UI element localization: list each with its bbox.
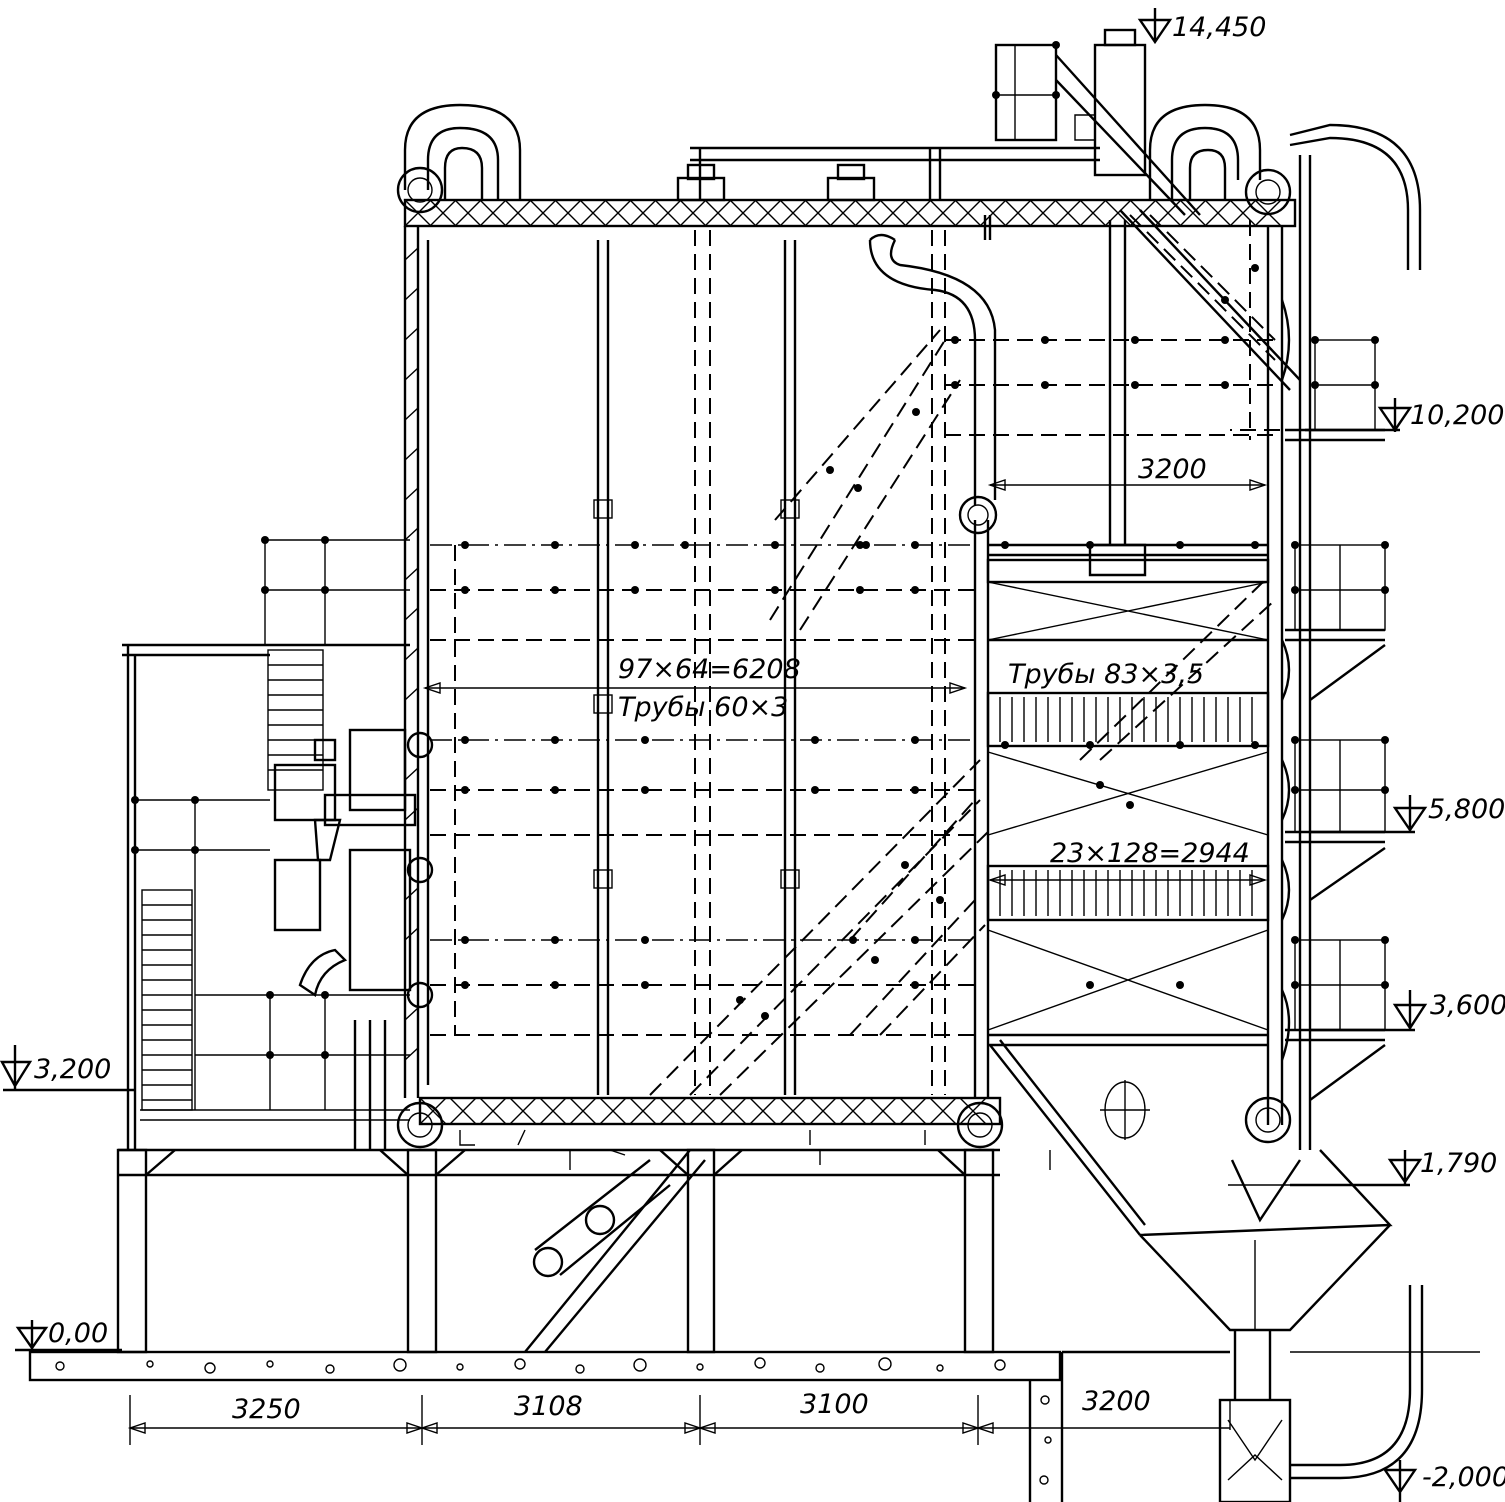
header-drum-tr bbox=[1244, 168, 1292, 216]
header-drum-bm bbox=[956, 1101, 1004, 1149]
note-tubes-60: Трубы 60×3 bbox=[618, 692, 788, 723]
outlet-pipe-top bbox=[1289, 123, 1422, 270]
dim-3200-bottom: 3200 bbox=[1082, 1386, 1151, 1417]
support-columns bbox=[116, 1148, 1000, 1354]
svg-text:3,200: 3,200 bbox=[34, 1054, 111, 1085]
dim-3200-top: 3200 bbox=[1138, 454, 1207, 485]
left-platforms bbox=[122, 536, 410, 1150]
elevation-marker-3600: 3,600 bbox=[1310, 990, 1505, 1032]
elevation-marker-14450: 14,450 bbox=[1137, 8, 1266, 45]
diagonal-ducts bbox=[649, 214, 1276, 1096]
top-pipework bbox=[676, 146, 1100, 240]
tube-bank-upper bbox=[986, 691, 1270, 748]
header-drum-mid bbox=[958, 495, 998, 535]
stair-upper bbox=[267, 649, 324, 791]
dim-6208: 97×64=6208 bbox=[618, 654, 801, 685]
svg-text:10,200: 10,200 bbox=[1410, 400, 1504, 431]
elevation-marker-1790: 1,790 bbox=[1290, 1148, 1497, 1187]
dim-2944: 23×128=2944 bbox=[1050, 838, 1250, 869]
dim-3250: 3250 bbox=[232, 1394, 301, 1425]
elevation-marker-000: 0,00 bbox=[15, 1318, 122, 1352]
note-tubes-83: Трубы 83×3,5 bbox=[1008, 659, 1204, 690]
svg-text:-2,000: -2,000 bbox=[1422, 1462, 1505, 1493]
elevation-marker-5800: 5,800 bbox=[1310, 794, 1505, 834]
tube-bank-lower bbox=[986, 864, 1270, 922]
ash-hopper bbox=[989, 1039, 1395, 1502]
dim-3100: 3100 bbox=[800, 1389, 869, 1420]
burner-equipment bbox=[273, 728, 417, 1150]
svg-text:0,00: 0,00 bbox=[48, 1318, 108, 1349]
elevation-marker-10200: 10,200 bbox=[1305, 398, 1504, 433]
valves-bottom bbox=[459, 1129, 1051, 1170]
internal-dashed-grid bbox=[430, 220, 1280, 1095]
furnace-wall bbox=[396, 166, 1297, 1149]
svg-text:14,450: 14,450 bbox=[1172, 12, 1266, 43]
convective-section bbox=[986, 541, 1270, 1047]
header-drum-bl bbox=[396, 1101, 444, 1149]
header-drum-tl bbox=[396, 166, 444, 214]
right-platforms bbox=[1285, 155, 1389, 1150]
inclined-chute bbox=[524, 1149, 706, 1353]
dimension-lines bbox=[127, 479, 1268, 1445]
top-u-bends bbox=[403, 103, 1262, 200]
header-drum-br bbox=[1244, 1096, 1292, 1144]
return-pipe-bottom bbox=[1290, 1285, 1424, 1480]
svg-text:1,790: 1,790 bbox=[1420, 1148, 1497, 1179]
stair-lower bbox=[141, 889, 193, 1111]
riser-pipe bbox=[868, 233, 997, 505]
elevation-marker-minus-2000: -2,000 bbox=[1382, 1460, 1505, 1502]
svg-text:3,600: 3,600 bbox=[1430, 990, 1505, 1021]
svg-text:5,800: 5,800 bbox=[1428, 794, 1505, 825]
elevation-marker-3200: 3,200 bbox=[0, 1045, 135, 1092]
ground-slab bbox=[28, 1350, 1480, 1502]
furnace-tubes bbox=[593, 240, 800, 1095]
dim-3108: 3108 bbox=[514, 1391, 583, 1422]
top-right-equipment bbox=[992, 28, 1301, 577]
